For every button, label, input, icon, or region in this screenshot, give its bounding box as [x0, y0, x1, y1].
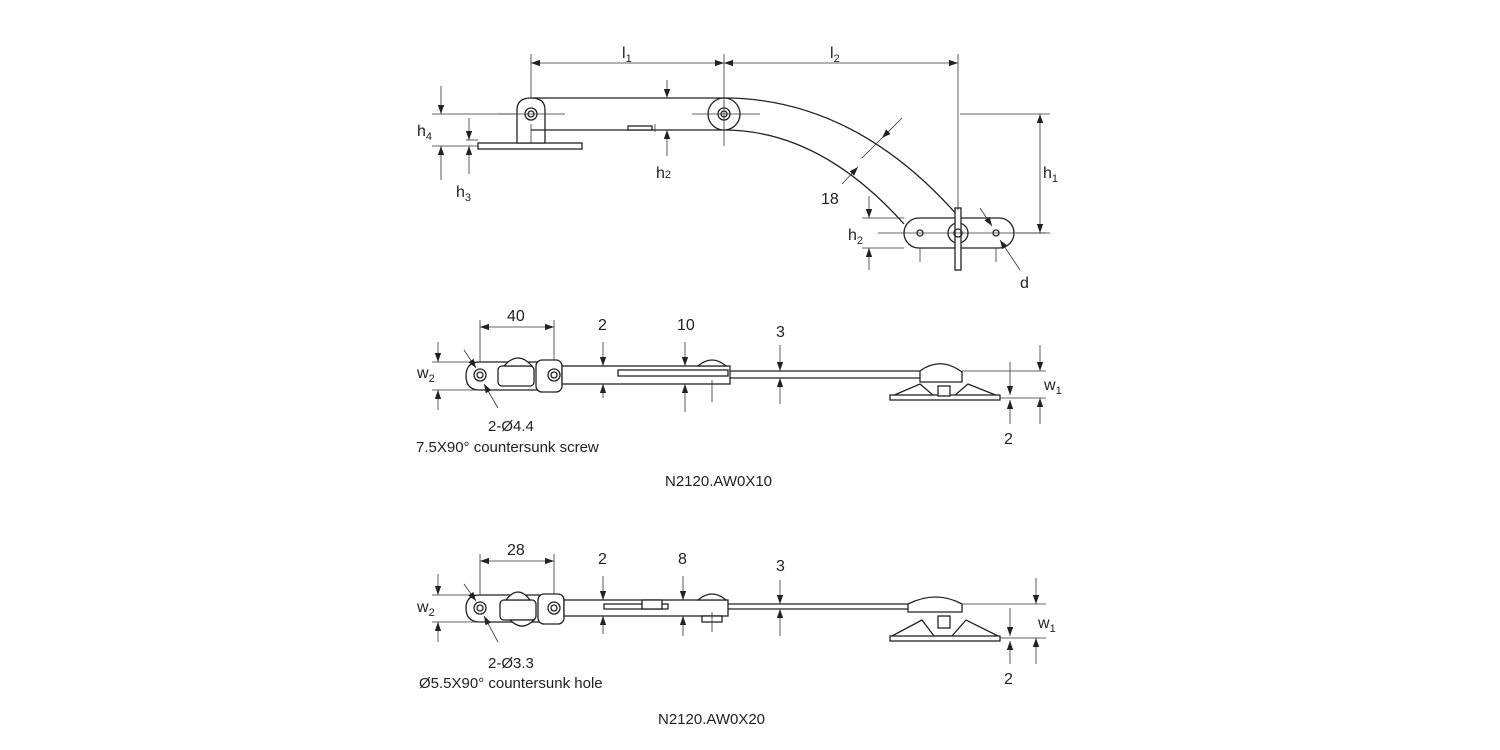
- v10-screw-note: 7.5X90° countersunk screw: [416, 439, 599, 456]
- v10-w2-label: w2: [416, 365, 435, 385]
- v10-part-number: N2120.AW0X10: [665, 473, 772, 490]
- top-view: l1 l2 h4 h3 h2 h1: [417, 45, 1058, 292]
- variant-20-dims: [432, 554, 1046, 664]
- right-bracket: [903, 207, 1015, 271]
- centre-lines: [498, 113, 1046, 234]
- l1-label: l1: [622, 45, 632, 65]
- v20-w2-label: w2: [416, 599, 435, 619]
- variant-20-stay: [465, 591, 1001, 642]
- v10-dim-40: 40: [507, 308, 525, 325]
- dim-d: [979, 207, 1021, 271]
- v10-dim-2: 2: [598, 317, 607, 334]
- first-arm: [531, 97, 724, 132]
- dim-h4-h3: [432, 86, 515, 180]
- v20-hole-note-2: Ø5.5X90° countersunk hole: [419, 675, 603, 692]
- v10-dim-10: 10: [677, 317, 695, 334]
- v10-dim-2-bottom: 2: [1004, 431, 1013, 448]
- v10-w1-label: w1: [1043, 377, 1062, 397]
- dim-radius: [841, 117, 903, 185]
- v10-hole-note: 2-Ø4.4: [488, 418, 534, 435]
- v20-dim-3: 3: [776, 558, 785, 575]
- radius-label: 18: [821, 191, 839, 208]
- h3-label: h3: [456, 184, 471, 204]
- v20-w1-label: w1: [1037, 615, 1056, 635]
- v10-dim-3: 3: [776, 324, 785, 341]
- v20-part-number: N2120.AW0X20: [658, 711, 765, 728]
- left-mount: [477, 97, 583, 150]
- variant-10-view: 40 2 10 3 w2 w1 2 2-Ø4.4 7.5X90° counter…: [416, 308, 1062, 490]
- v20-hole-note: 2-Ø3.3: [488, 655, 534, 672]
- h1-label: h1: [1043, 165, 1058, 185]
- variant-10-dims: [432, 320, 1046, 424]
- v20-dim-2-bottom: 2: [1004, 671, 1013, 688]
- v20-dim-2: 2: [598, 551, 607, 568]
- variant-20-view: 28 2 8 3 w2 w1 2 2-Ø3.3 Ø5.5X90° counter…: [416, 542, 1056, 728]
- v20-dim-28: 28: [507, 542, 525, 559]
- v20-dim-8: 8: [678, 551, 687, 568]
- h2-center-label: h2: [656, 165, 671, 182]
- d-label: d: [1020, 275, 1029, 292]
- variant-10-stay: [465, 357, 1001, 401]
- dim-l1-l2: [530, 54, 959, 210]
- dim-h1: [960, 113, 1050, 234]
- dim-h2-right: [862, 196, 997, 270]
- h4-label: h4: [417, 123, 432, 143]
- h2-right-label: h2: [848, 227, 863, 247]
- l2-label: l2: [830, 45, 840, 65]
